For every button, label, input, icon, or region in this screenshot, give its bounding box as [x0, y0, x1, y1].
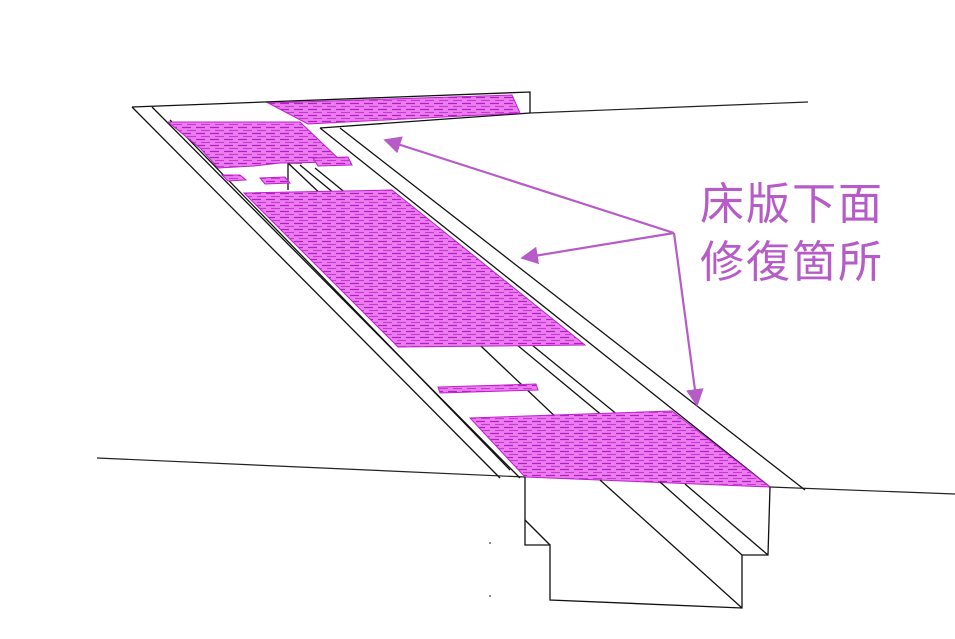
- arrow-to-middle: [520, 231, 675, 265]
- ground-lines: [96, 101, 955, 495]
- arrow-to-upper: [383, 136, 675, 235]
- repair-area-thin-bar: [437, 383, 539, 394]
- repair-area-lower: [468, 410, 772, 488]
- repair-area-large-middle: [242, 189, 587, 348]
- repair-location-label: 床版下面 修復箇所: [700, 176, 884, 292]
- label-line-1: 床版下面: [700, 179, 884, 230]
- arrow-to-lower: [672, 232, 704, 407]
- repair-area-top-strip: [266, 94, 521, 125]
- repair-area-small-2: [258, 176, 292, 185]
- annotation-arrows: [383, 136, 704, 407]
- repair-area-small-1: [220, 174, 248, 182]
- label-line-2: 修復箇所: [700, 237, 884, 288]
- repair-area-upper-left: [166, 121, 344, 169]
- repair-area-small-3: [312, 156, 353, 167]
- repair-areas: [166, 94, 772, 488]
- pier: [524, 477, 771, 609]
